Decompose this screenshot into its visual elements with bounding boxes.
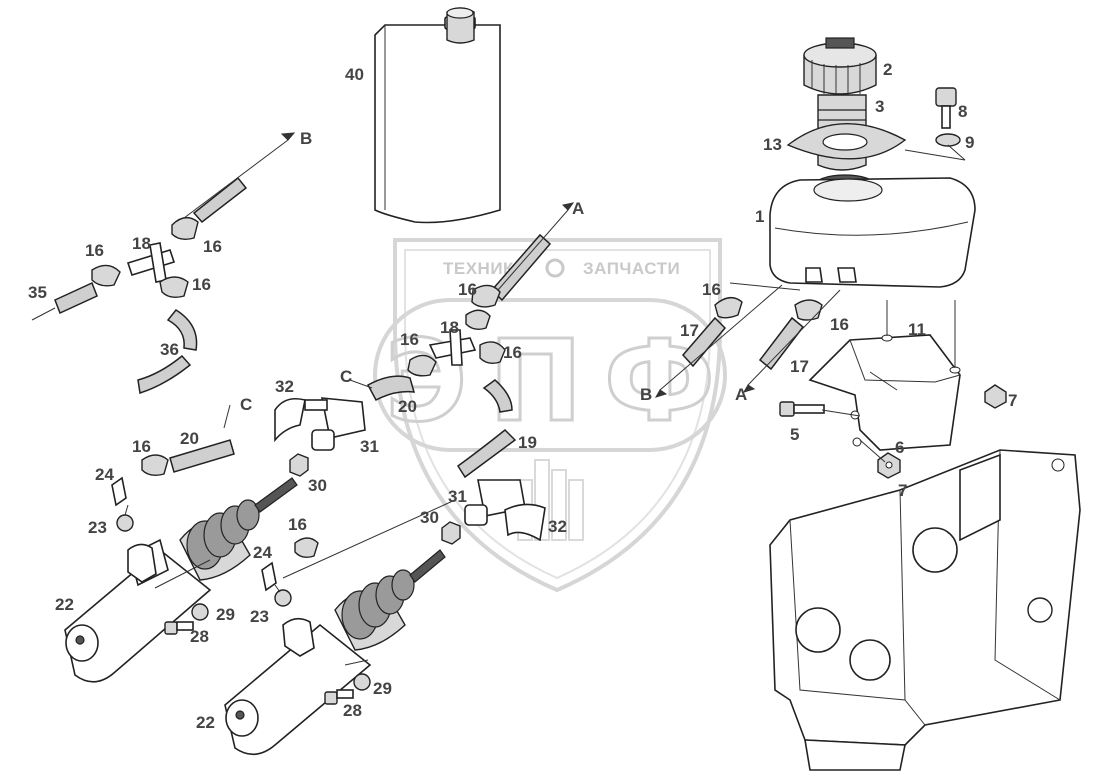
pedal-box bbox=[769, 449, 1081, 771]
callout-16-left-1: 16 bbox=[85, 241, 104, 260]
callout-28-upper: 28 bbox=[190, 627, 209, 646]
connector-c-middle: C bbox=[340, 367, 352, 386]
callout-20-middle: 20 bbox=[398, 397, 417, 416]
callout-36: 36 bbox=[160, 340, 179, 359]
callout-8: 8 bbox=[958, 102, 967, 121]
connector-b-right: B bbox=[640, 385, 652, 404]
callout-17-right-2: 17 bbox=[790, 357, 809, 376]
callout-16-middle-3: 16 bbox=[503, 343, 522, 362]
callout-32-lower: 32 bbox=[548, 517, 567, 536]
leader-lines bbox=[31, 132, 966, 666]
nut-30 bbox=[289, 453, 461, 545]
callout-30-upper: 30 bbox=[308, 476, 327, 495]
callout-31-upper: 31 bbox=[360, 437, 379, 456]
callout-16-right-2: 16 bbox=[830, 315, 849, 334]
master-cylinder-lower bbox=[224, 549, 446, 756]
callout-5: 5 bbox=[790, 425, 799, 444]
callout-7-upper: 7 bbox=[1008, 391, 1017, 410]
callout-17-right-1: 17 bbox=[680, 321, 699, 340]
reservoir-bracket bbox=[808, 334, 961, 451]
hose-17-upper bbox=[681, 297, 743, 368]
callout-22-lower: 22 bbox=[196, 713, 215, 732]
callout-22-upper: 22 bbox=[55, 595, 74, 614]
connector-letters: B A C C B A bbox=[240, 129, 747, 414]
hose-35 bbox=[54, 281, 98, 315]
callout-16-middle-2: 16 bbox=[400, 330, 419, 349]
callout-9: 9 bbox=[965, 133, 974, 152]
callout-20-left: 20 bbox=[180, 429, 199, 448]
hose-20-left bbox=[141, 439, 235, 477]
fluid-canister bbox=[374, 7, 501, 224]
clevis-31-upper bbox=[274, 397, 366, 451]
bolt-28-29 bbox=[164, 603, 371, 705]
connector-a-right: A bbox=[735, 385, 747, 404]
callout-16-left-3: 16 bbox=[192, 275, 211, 294]
bolt-8 bbox=[935, 87, 961, 147]
hose-36 bbox=[137, 276, 198, 394]
callout-labels: 40 2 3 13 1 8 9 11 7 7 5 6 16 16 17 17 1… bbox=[28, 60, 1017, 732]
callout-16-left-4: 16 bbox=[132, 437, 151, 456]
callout-29-upper: 29 bbox=[216, 605, 235, 624]
fittings-23-24 bbox=[111, 476, 319, 607]
callout-32-upper: 32 bbox=[275, 377, 294, 396]
callout-6: 6 bbox=[895, 438, 904, 457]
watermark: ТЕХНИКА ЗАПЧАСТИ ЭПФ bbox=[373, 238, 727, 593]
fluid-reservoir bbox=[769, 177, 976, 288]
watermark-brand-text-2: ЗАПЧАСТИ bbox=[583, 259, 680, 278]
gear-icon bbox=[545, 258, 565, 278]
clevis-31-lower bbox=[464, 479, 546, 542]
callout-18-middle: 18 bbox=[440, 318, 459, 337]
callout-30-lower: 30 bbox=[420, 508, 439, 527]
callout-16-left-5: 16 bbox=[288, 515, 307, 534]
callout-24-upper: 24 bbox=[95, 465, 114, 484]
reservoir-cap bbox=[803, 37, 877, 96]
callout-18-left: 18 bbox=[132, 234, 151, 253]
callout-40: 40 bbox=[345, 65, 364, 84]
callout-24-lower: 24 bbox=[253, 543, 272, 562]
callout-16-left-2: 16 bbox=[203, 237, 222, 256]
callout-28-lower: 28 bbox=[343, 701, 362, 720]
callout-11: 11 bbox=[908, 320, 926, 339]
callout-2: 2 bbox=[883, 60, 892, 79]
callout-16-middle-1: 16 bbox=[458, 280, 477, 299]
callout-35: 35 bbox=[28, 283, 47, 302]
hose-upper-left bbox=[171, 176, 248, 241]
hose-19 bbox=[456, 379, 517, 479]
callout-16-right-1: 16 bbox=[702, 280, 721, 299]
callout-29-lower: 29 bbox=[373, 679, 392, 698]
watermark-brand-text: ТЕХНИКА bbox=[443, 259, 527, 278]
callout-23-lower: 23 bbox=[250, 607, 269, 626]
hose-upper-middle bbox=[471, 233, 552, 308]
callout-23-upper: 23 bbox=[88, 518, 107, 537]
master-cylinder-upper bbox=[64, 477, 298, 683]
callout-7-lower: 7 bbox=[898, 481, 907, 500]
callout-1: 1 bbox=[755, 207, 764, 226]
callout-13: 13 bbox=[763, 135, 782, 154]
connector-b-top: B bbox=[300, 129, 312, 148]
nut-7 bbox=[877, 384, 1007, 479]
tee-18-middle bbox=[407, 309, 506, 377]
hose-20-middle bbox=[366, 375, 416, 402]
wheat-icon bbox=[517, 459, 584, 541]
tee-18-left bbox=[91, 242, 176, 287]
callout-19: 19 bbox=[518, 433, 537, 452]
watermark-logo-letters: ЭПФ bbox=[385, 317, 715, 447]
callout-3: 3 bbox=[875, 97, 884, 116]
bolt-5 bbox=[779, 401, 825, 417]
callout-31-lower: 31 bbox=[448, 487, 467, 506]
connector-a-top: A bbox=[572, 199, 584, 218]
connector-c-left: C bbox=[240, 395, 252, 414]
